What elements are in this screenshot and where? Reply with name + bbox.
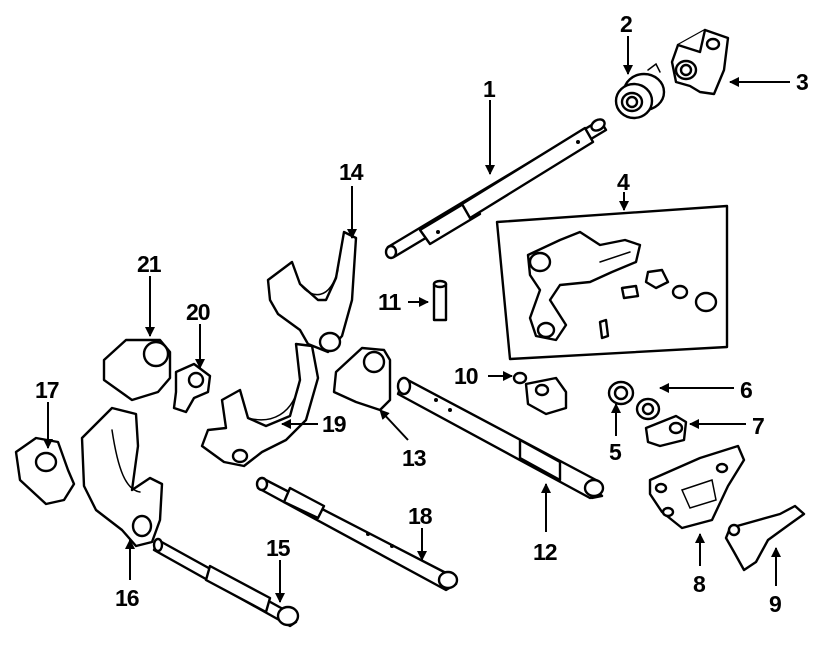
part-11-pin xyxy=(432,279,448,322)
callout-9: 9 xyxy=(769,591,781,617)
callout-14: 14 xyxy=(339,159,364,185)
part-16-shift-fork xyxy=(80,406,164,548)
callout-15: 15 xyxy=(266,535,291,561)
part-21-block xyxy=(102,338,172,402)
leader-lines xyxy=(43,36,790,603)
part-10-selector xyxy=(512,371,568,416)
callout-17: 17 xyxy=(35,377,59,403)
part-1-shift-shaft xyxy=(384,118,608,260)
part-12-shift-rail xyxy=(396,376,605,500)
part-17-block xyxy=(14,436,76,506)
part-8-plate-bracket xyxy=(648,444,746,530)
callout-19: 19 xyxy=(322,411,346,437)
callout-10: 10 xyxy=(454,363,478,389)
callout-7: 7 xyxy=(752,413,764,439)
part-20-interlock xyxy=(172,362,212,414)
callout-8: 8 xyxy=(693,571,706,597)
part-9-lever xyxy=(724,504,806,572)
part-7-clip xyxy=(644,414,688,448)
callout-13: 13 xyxy=(402,445,426,471)
callout-2: 2 xyxy=(620,11,632,37)
part-3-bracket xyxy=(670,28,730,96)
callout-12: 12 xyxy=(533,539,557,565)
callout-3: 3 xyxy=(796,69,808,95)
callout-16: 16 xyxy=(115,585,139,611)
part-5-bushing xyxy=(607,380,635,406)
callout-11: 11 xyxy=(378,289,402,315)
callout-6: 6 xyxy=(740,377,752,403)
callout-labels: 1 2 3 4 5 6 7 8 9 10 11 12 13 14 15 16 1… xyxy=(35,11,809,617)
callout-1: 1 xyxy=(483,76,496,102)
part-6-grommet xyxy=(635,397,661,421)
part-19-shift-fork xyxy=(200,342,320,468)
callout-18: 18 xyxy=(408,503,433,529)
callout-20: 20 xyxy=(186,299,210,325)
callout-5: 5 xyxy=(609,439,622,465)
part-18-shift-rail xyxy=(255,476,459,592)
callout-21: 21 xyxy=(137,251,162,277)
part-2-bushing xyxy=(614,62,666,120)
part-4-shift-lever-kit xyxy=(495,204,729,361)
part-14-shift-fork xyxy=(266,230,358,354)
part-15-shift-rail xyxy=(152,537,300,628)
callout-4: 4 xyxy=(617,169,630,195)
part-13-block xyxy=(332,346,392,412)
